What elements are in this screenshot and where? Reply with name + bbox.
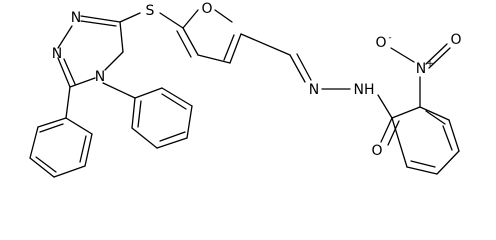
bond — [296, 53, 312, 81]
bond — [57, 25, 73, 49]
bond — [65, 86, 71, 119]
bond — [84, 133, 93, 167]
bond — [102, 82, 136, 99]
bond — [161, 87, 193, 107]
atom-s-thioether: S — [146, 3, 155, 19]
bond — [79, 135, 87, 163]
atom-o-nitro-minus: O — [375, 35, 386, 51]
bond — [65, 117, 93, 135]
bond — [104, 51, 124, 71]
bond — [425, 43, 448, 65]
bond — [159, 131, 186, 142]
bond — [240, 33, 291, 56]
atom-n-triazole-4: N — [95, 69, 105, 85]
bond — [29, 126, 39, 159]
bond — [223, 34, 235, 61]
bond — [63, 58, 76, 85]
bond — [406, 166, 438, 175]
bond — [161, 93, 187, 110]
bond — [119, 21, 124, 53]
bond — [29, 157, 55, 178]
bond — [137, 100, 142, 128]
bond — [387, 120, 400, 146]
bond — [131, 127, 158, 149]
bond — [436, 150, 460, 175]
bond — [377, 94, 393, 119]
charge-minus-oxygen: - — [388, 33, 391, 43]
bond — [176, 30, 192, 58]
bond — [80, 20, 117, 27]
bond — [391, 117, 408, 168]
bond — [53, 165, 86, 178]
atom-n-nitro: N — [416, 61, 426, 77]
atom-n-triazole-left: N — [52, 46, 62, 62]
atom-n-imine: N — [309, 82, 319, 98]
bond — [289, 54, 306, 83]
bond — [380, 117, 393, 143]
atom-o-nitro-double: O — [450, 32, 461, 48]
bond — [159, 12, 184, 29]
bond — [156, 137, 188, 149]
bonds — [29, 9, 460, 178]
bond — [131, 97, 136, 129]
bond — [39, 123, 64, 133]
bond — [229, 33, 242, 64]
bond — [186, 105, 193, 139]
bond — [448, 119, 460, 152]
bond — [182, 27, 199, 56]
bond — [428, 47, 451, 69]
charge-plus-nitro: + — [426, 59, 434, 69]
bond — [425, 110, 446, 125]
bond — [442, 125, 453, 151]
bond — [390, 47, 415, 63]
atom-nh-hydrazide: NH — [354, 82, 375, 98]
bond — [410, 160, 436, 168]
bond — [391, 106, 421, 119]
atom-o-carbonyl: O — [371, 143, 382, 159]
bond — [37, 117, 67, 128]
bond — [69, 77, 96, 88]
bond — [134, 87, 163, 99]
structure-diagram: N N N S O N NH O N + O - O — [29, 1, 462, 178]
bond — [214, 9, 233, 23]
atom-labels: N N N S O N NH O N + O - O — [52, 1, 462, 159]
atom-o-furan: O — [201, 1, 212, 17]
bond — [35, 156, 57, 173]
bond — [419, 106, 450, 121]
bond — [119, 12, 141, 23]
atom-n-triazole-top: N — [71, 10, 81, 26]
bond — [182, 9, 199, 29]
bond — [80, 15, 121, 23]
bond — [197, 54, 231, 64]
bond — [57, 57, 71, 88]
